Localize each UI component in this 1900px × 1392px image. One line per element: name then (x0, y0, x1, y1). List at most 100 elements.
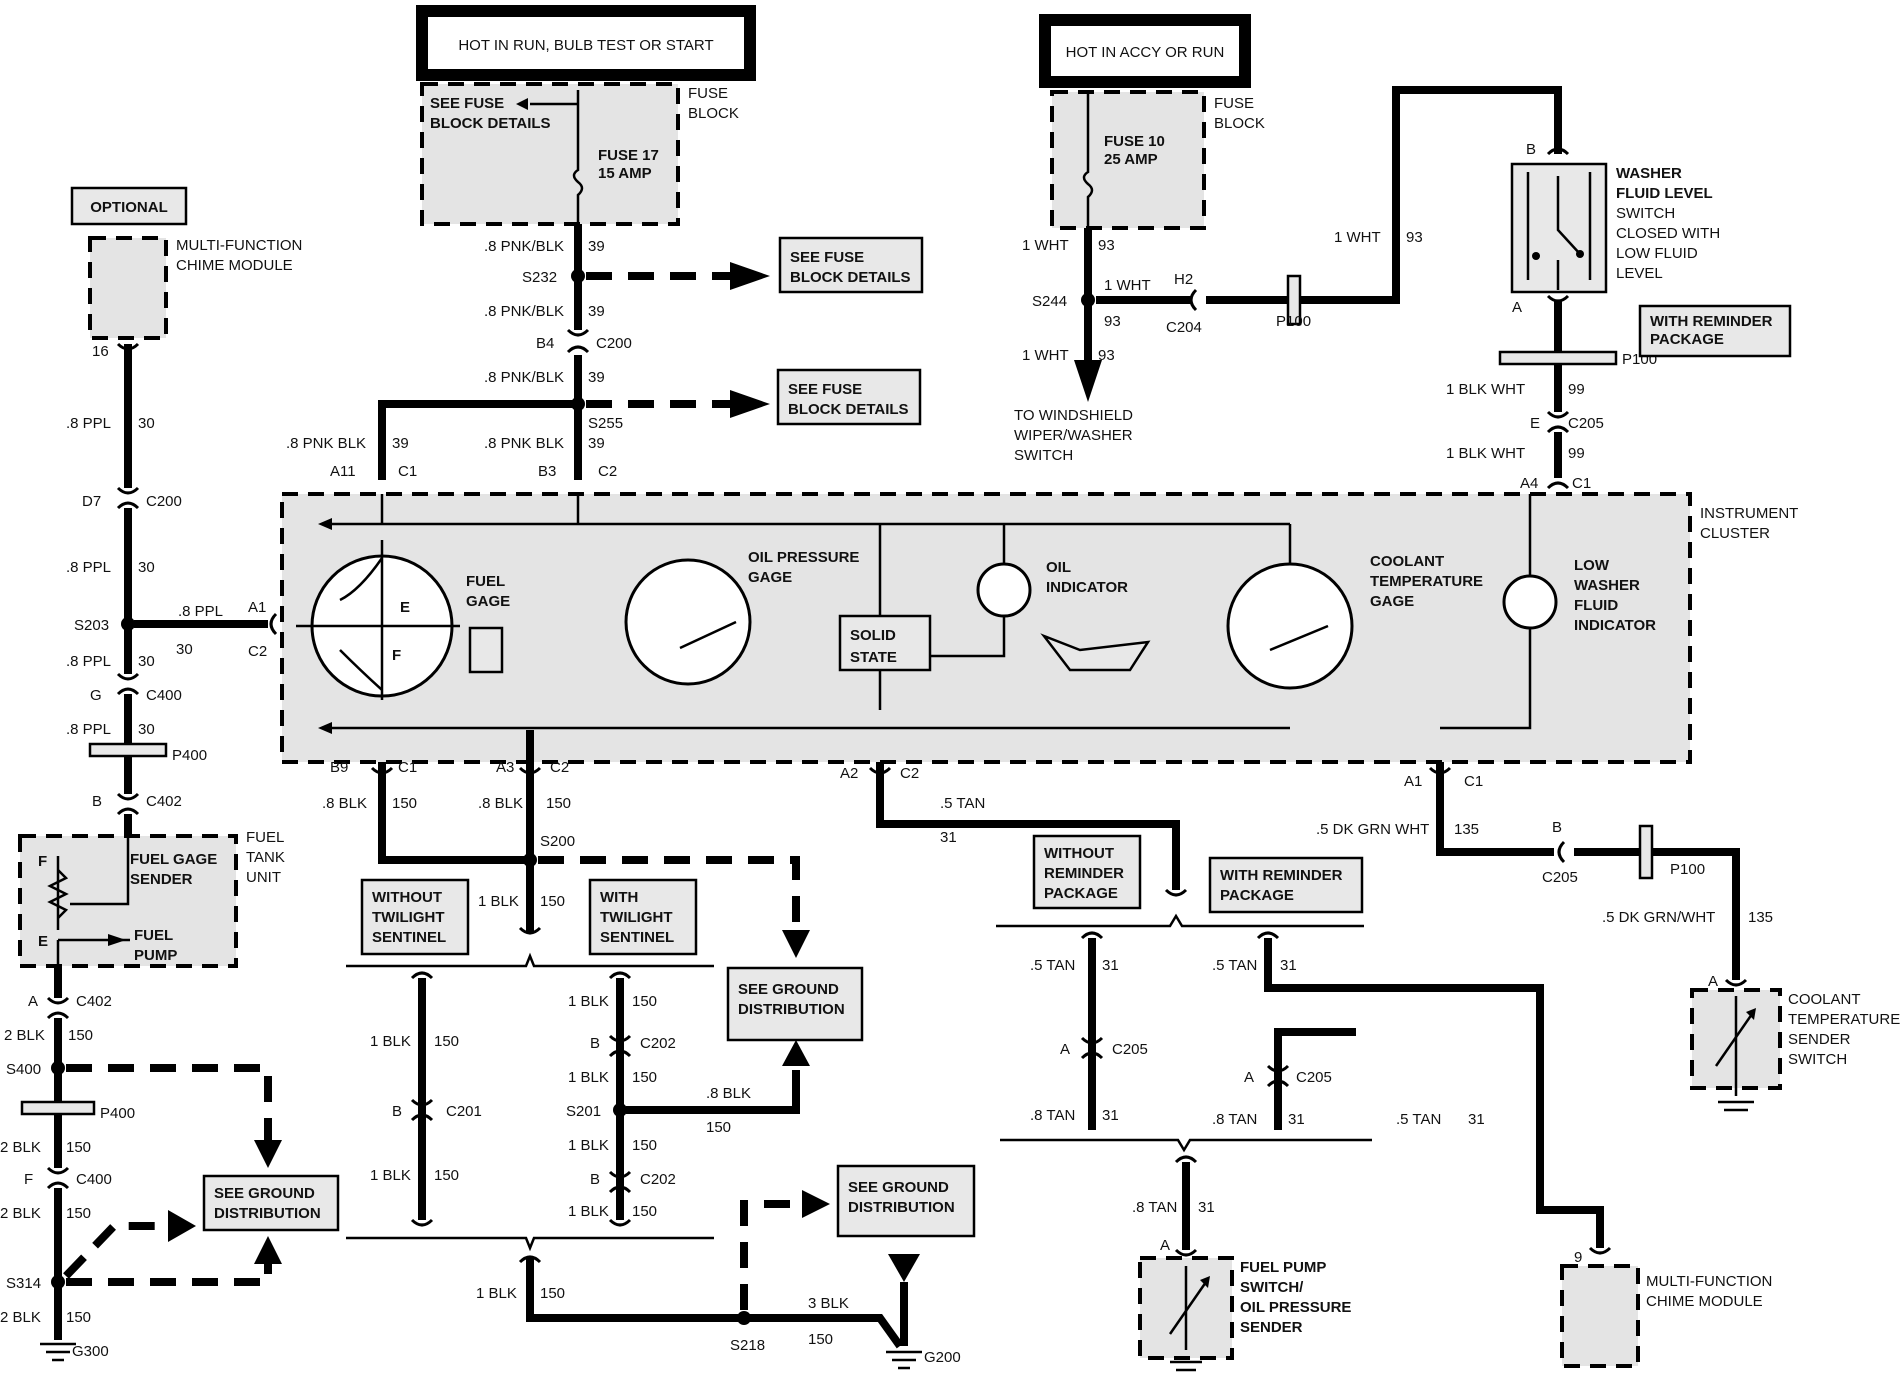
gd-center-1: SEE GROUND (738, 981, 839, 998)
w150-l-d: 2 BLK (0, 1309, 41, 1326)
chime-right-1: MULTI-FUNCTION (1646, 1273, 1772, 1290)
without-twilight-2: TWILIGHT (372, 909, 444, 926)
w150-l-c-c: 150 (66, 1205, 91, 1222)
w150-wt-b: 1 BLK (370, 1167, 411, 1184)
w150-c-b-c: 150 (546, 795, 571, 812)
w150-t-e: 1 BLK (568, 1203, 609, 1220)
w39-b-c: 39 (588, 303, 605, 320)
fuel-gage-e: E (400, 599, 410, 616)
pin-e-c205: E (1530, 415, 1540, 432)
w150-b-b-c: 150 (808, 1331, 833, 1348)
conn-c1-a11: C1 (398, 463, 417, 480)
w135-b-c: 135 (1748, 909, 1773, 926)
w30-e: .8 PPL (66, 721, 111, 738)
pin-b-c205: B (1552, 819, 1562, 836)
pin-a-washer: A (1512, 299, 1522, 316)
pin-b-c202b: B (590, 1171, 600, 1188)
chime-module-left: MULTI-FUNCTION CHIME MODULE (88, 236, 302, 340)
pin-b3: B3 (538, 463, 556, 480)
w31-g-c: 31 (1198, 1199, 1215, 1216)
hot-in-run-header: HOT IN RUN, BULB TEST OR START (416, 5, 756, 81)
conn-c205-coolant: C205 (1542, 869, 1578, 886)
coolant-temp-sender: COOLANT TEMPERATURE SENDER SWITCH (1690, 988, 1900, 1112)
fuse-10-label: FUSE 10 (1104, 133, 1165, 150)
gd-bottom-1: SEE GROUND (848, 1179, 949, 1196)
coolant-gage-3: GAGE (1370, 593, 1414, 610)
with-reminder-top-box: WITH REMINDER PACKAGE (1638, 304, 1792, 358)
w31-d: .5 TAN (1212, 957, 1257, 974)
splice-s255: S255 (588, 415, 623, 432)
w31-a: .5 TAN (940, 795, 985, 812)
ground-g200: G200 (924, 1349, 961, 1366)
w30-c-c: 30 (176, 641, 193, 658)
w150-t-c-c: 150 (706, 1119, 731, 1136)
w150-wt-a: 1 BLK (370, 1033, 411, 1050)
w93-c-c: 93 (1406, 229, 1423, 246)
oil-sender-2: SWITCH/ (1240, 1279, 1304, 1296)
fuse-block-label-1: FUSE (688, 85, 728, 102)
fuel-tank-3: UNIT (246, 869, 281, 886)
w39-c-c: 39 (588, 369, 605, 386)
conn-c205-2: C205 (1296, 1069, 1332, 1086)
pin-a-c402: A (28, 993, 38, 1010)
wire-93: 1 WHT 93 S244 1 WHT 93 H2 C204 P100 1 WH… (1014, 86, 1562, 464)
fuel-gage-f: F (392, 647, 401, 664)
w99-a: 1 BLK WHT (1446, 381, 1525, 398)
low-washer-lamp (1502, 574, 1558, 630)
instrument-cluster: INSTRUMENT CLUSTER E F FUEL GAGE OIL PRE… (280, 492, 1798, 764)
conn-c202b: C202 (640, 1171, 676, 1188)
chime-left-1: MULTI-FUNCTION (176, 237, 302, 254)
fuel-pump-icon (468, 626, 504, 674)
pin-9: 9 (1574, 1249, 1582, 1266)
w150-b-a: 1 BLK (476, 1285, 517, 1302)
see-fuse-box-1-l1: SEE FUSE (790, 249, 864, 266)
w135-a-c: 135 (1454, 821, 1479, 838)
pin-a1-left: A1 (248, 599, 266, 616)
gd-left-1: SEE GROUND (214, 1185, 315, 1202)
w93-c: 1 WHT (1334, 229, 1381, 246)
fuse-17-label: FUSE 17 (598, 147, 659, 164)
see-fuse-box-1: SEE FUSE BLOCK DETAILS (778, 236, 924, 294)
washer-6: LEVEL (1616, 265, 1663, 282)
coolant-sender-3: SENDER (1788, 1031, 1851, 1048)
w150-t-d-c: 150 (632, 1137, 657, 1154)
splice-s400: S400 (6, 1061, 41, 1078)
windshield-1: TO WINDSHIELD (1014, 407, 1133, 424)
w150-t-e-c: 150 (632, 1203, 657, 1220)
pin-a-c205-2: A (1244, 1069, 1254, 1086)
w150-t-a-c: 150 (632, 993, 657, 1010)
w39-b: .8 PNK/BLK (484, 303, 564, 320)
washer-2: FLUID LEVEL (1616, 185, 1713, 202)
w39-a: .8 PNK/BLK (484, 238, 564, 255)
w30-d-c: 30 (138, 653, 155, 670)
hot-in-accy-label: HOT IN ACCY OR RUN (1066, 44, 1225, 61)
optional-label: OPTIONAL (90, 199, 168, 216)
see-fuse-box-2-l2: BLOCK DETAILS (788, 401, 909, 418)
conn-c402-b: C402 (76, 993, 112, 1010)
pin-b9: B9 (330, 759, 348, 776)
pin-a-c205-1: A (1060, 1041, 1070, 1058)
gd-center-2: DISTRIBUTION (738, 1001, 845, 1018)
w93-b-c: 93 (1104, 313, 1121, 330)
pin-a1-right: A1 (1404, 773, 1422, 790)
pin-b-c402: B (92, 793, 102, 810)
fuse-10-symbol (1082, 92, 1094, 228)
wire-30: 16 .8 PPL 30 D7 C200 .8 PPL 30 S203 .8 P… (66, 342, 278, 836)
w31-c: .8 TAN (1030, 1107, 1075, 1124)
fuse-block-right-label-1: FUSE (1214, 95, 1254, 112)
splice-s314: S314 (6, 1275, 41, 1292)
fuse-17-symbol (572, 90, 584, 224)
splice-s203: S203 (74, 617, 109, 634)
w135-a: .5 DK GRN WHT (1316, 821, 1429, 838)
without-twilight-3: SENTINEL (372, 929, 446, 946)
pin-f-c400: F (24, 1171, 33, 1188)
conn-c1-a4: C1 (1572, 475, 1591, 492)
w150-l-b: 2 BLK (0, 1139, 41, 1156)
coolant-gage-dial (1226, 562, 1354, 690)
conn-p100-top: P100 (1276, 313, 1311, 330)
w93-d: 1 WHT (1022, 347, 1069, 364)
fuel-tank-unit: FUEL TANK UNIT FUEL GAGE SENDER FUEL PUM… (18, 829, 285, 968)
w150-l-b-c: 150 (66, 1139, 91, 1156)
w150-c-c: 1 BLK (478, 893, 519, 910)
